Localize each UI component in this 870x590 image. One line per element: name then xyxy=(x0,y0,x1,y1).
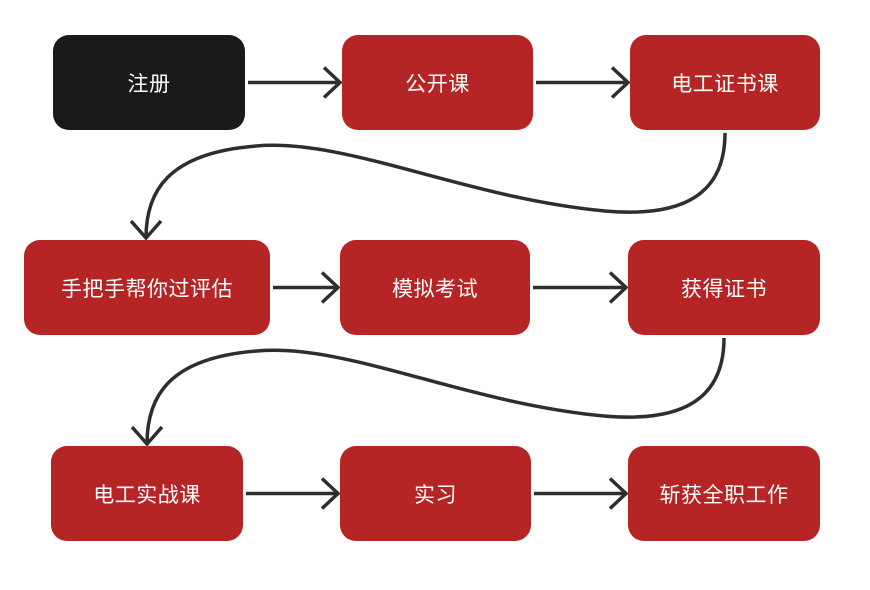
arrowhead-icon xyxy=(608,477,629,510)
node-get-certificate[interactable]: 获得证书 xyxy=(628,240,820,335)
arrowhead-icon xyxy=(608,271,629,304)
arrowhead-icon xyxy=(320,477,341,510)
arrowhead-icon xyxy=(322,66,343,99)
node-label: 获得证书 xyxy=(681,276,767,301)
node-open-class[interactable]: 公开课 xyxy=(342,35,533,130)
node-label: 电工证书课 xyxy=(671,71,779,96)
node-label: 斩获全职工作 xyxy=(659,482,789,507)
node-electrician-practical-course[interactable]: 电工实战课 xyxy=(51,446,243,541)
curved-connector xyxy=(145,337,726,445)
node-hands-on-assessment[interactable]: 手把手帮你过评估 xyxy=(24,240,270,335)
arrowhead-icon xyxy=(610,66,631,99)
node-mock-exam[interactable]: 模拟考试 xyxy=(340,240,530,335)
node-register[interactable]: 注册 xyxy=(53,35,245,130)
curved-connector xyxy=(144,132,727,239)
node-label: 电工实战课 xyxy=(93,482,201,507)
arrowhead-down-icon xyxy=(129,219,163,241)
node-label: 注册 xyxy=(127,71,171,96)
node-label: 模拟考试 xyxy=(392,276,478,301)
arrowhead-icon xyxy=(320,271,341,304)
arrowhead-down-icon xyxy=(130,425,164,447)
node-label: 公开课 xyxy=(405,71,470,96)
node-land-full-time-job[interactable]: 斩获全职工作 xyxy=(628,446,820,541)
node-label: 手把手帮你过评估 xyxy=(61,276,233,301)
node-label: 实习 xyxy=(414,482,457,507)
node-internship[interactable]: 实习 xyxy=(340,446,531,541)
node-electrician-cert-course[interactable]: 电工证书课 xyxy=(630,35,820,130)
